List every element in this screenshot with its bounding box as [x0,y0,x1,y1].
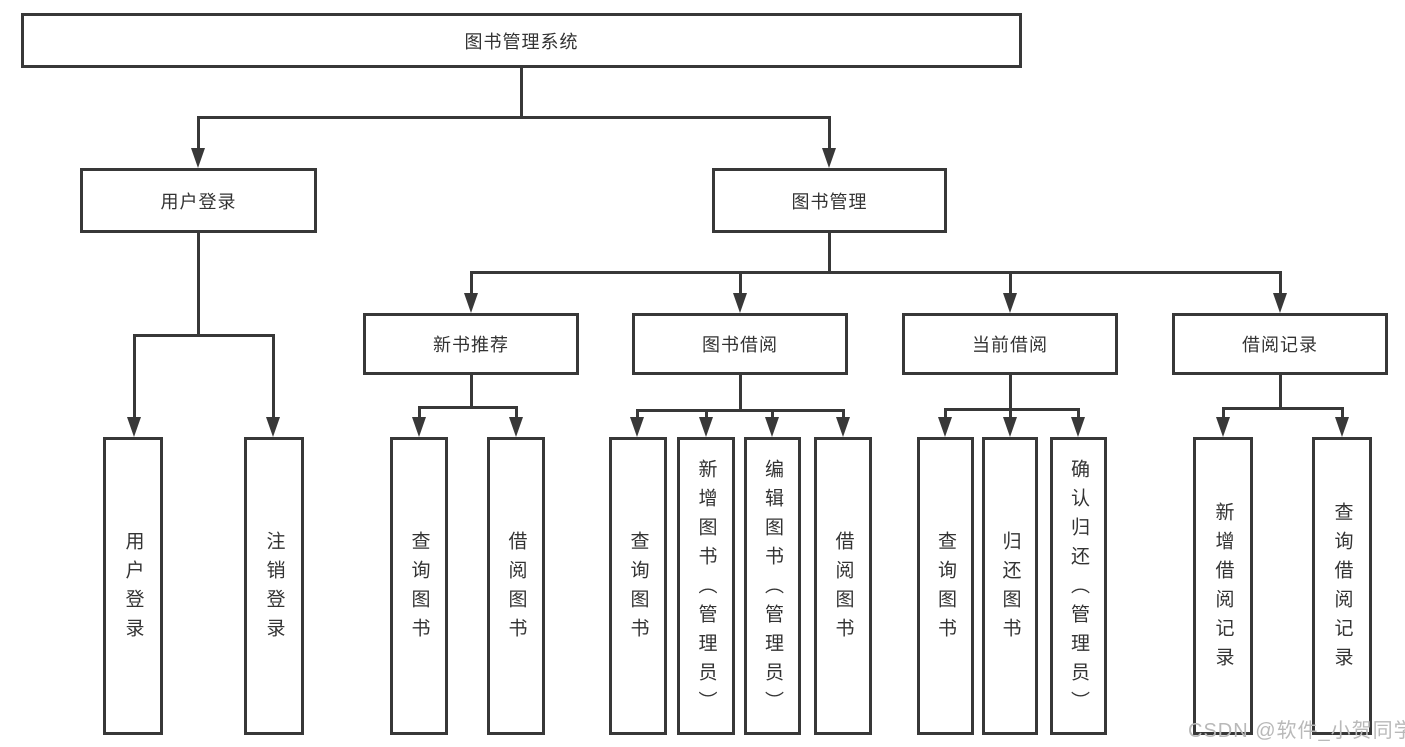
node-leaf-query-books: 查询图书 [609,437,667,735]
connector-line [1009,408,1012,419]
arrow-down-icon [938,417,952,437]
connector-line [133,334,136,418]
arrow-down-icon [191,148,205,168]
arrow-down-icon [765,417,779,437]
arrow-down-icon [699,417,713,437]
node-root: 图书管理系统 [21,13,1022,68]
connector-line [418,406,518,409]
arrow-down-icon [1216,417,1230,437]
connector-line [1009,375,1012,411]
node-leaf-add-borrow-record: 新增借阅记录 [1193,437,1253,735]
arrow-down-icon [1071,417,1085,437]
connector-line [197,116,200,150]
node-leaf-borrow-books: 借阅图书 [487,437,545,735]
connector-line [197,233,200,337]
node-borrow-records: 借阅记录 [1172,313,1388,375]
connector-line [1077,408,1080,419]
node-leaf-query-books: 查询图书 [390,437,448,735]
node-book-borrow: 图书借阅 [632,313,848,375]
arrow-down-icon [266,417,280,437]
node-leaf-query-books: 查询图书 [917,437,974,735]
arrow-down-icon [822,148,836,168]
connector-line [470,271,1282,274]
node-leaf-edit-books-admin: 编辑图书（管理员） [744,437,801,735]
arrow-down-icon [1335,417,1349,437]
connector-line [197,116,831,119]
arrow-down-icon [836,417,850,437]
arrow-down-icon [509,417,523,437]
node-new-books: 新书推荐 [363,313,579,375]
connector-line [944,408,947,419]
connector-line [842,409,845,419]
node-user-login-branch: 用户登录 [80,168,317,233]
connector-line [1222,407,1344,410]
connector-line [1279,375,1282,410]
connector-line [944,408,1080,411]
connector-line [705,409,708,419]
arrow-down-icon [1003,417,1017,437]
connector-line [1222,407,1225,419]
node-leaf-query-borrow-record: 查询借阅记录 [1312,437,1372,735]
node-leaf-borrow-books: 借阅图书 [814,437,872,735]
connector-line [470,271,473,297]
connector-line [771,409,774,419]
arrow-down-icon [127,417,141,437]
connector-line [739,271,742,297]
connector-line [636,409,639,419]
node-leaf-return-books: 归还图书 [982,437,1038,735]
connector-line [418,406,421,419]
arrow-down-icon [733,293,747,313]
connector-line [739,375,742,412]
arrow-down-icon [412,417,426,437]
arrow-down-icon [630,417,644,437]
connector-line [470,375,473,409]
node-leaf-add-books-admin: 新增图书（管理员） [677,437,735,735]
connector-line [1279,271,1282,297]
node-leaf-logout: 注销登录 [244,437,304,735]
connector-line [272,334,275,418]
connector-line [828,233,831,274]
connector-line [1009,271,1012,297]
node-book-mgmt-branch: 图书管理 [712,168,947,233]
connector-line [515,406,518,419]
arrow-down-icon [464,293,478,313]
connector-line [520,68,523,118]
connector-line [133,334,275,337]
connector-line [636,409,845,412]
connector-line [828,116,831,150]
node-leaf-confirm-return-admin: 确认归还（管理员） [1050,437,1107,735]
connector-line [1341,407,1344,419]
arrow-down-icon [1273,293,1287,313]
node-current-borrow: 当前借阅 [902,313,1118,375]
watermark-text: CSDN @软件_小贺同学 [1188,720,1405,742]
arrow-down-icon [1003,293,1017,313]
node-leaf-user-login: 用户登录 [103,437,163,735]
